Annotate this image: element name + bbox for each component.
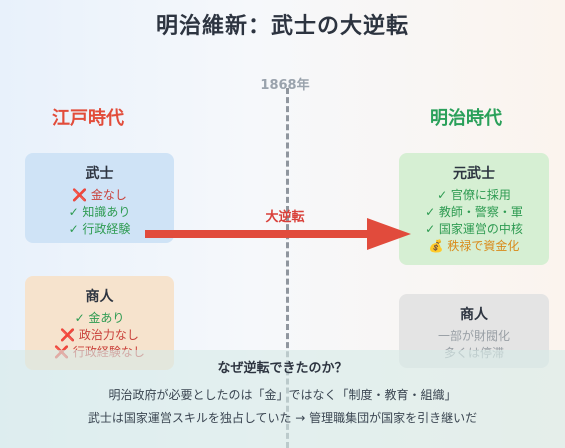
diagram-title: 明治維新：武士の大逆転 <box>155 14 409 39</box>
edo-samurai-line-2: ✓ 知識あり <box>68 205 131 219</box>
reversal-arrow-label: 大逆転 <box>265 210 305 225</box>
edo-era-label: 江戸時代 <box>52 108 124 129</box>
meiji-former-samurai-line-3: ✓ 国家運営の中核 <box>425 222 523 236</box>
edo-samurai-line-1: ❌ 金なし <box>72 188 127 202</box>
meiji-former-samurai-line-4: 💰 秩禄で資金化 <box>428 239 520 253</box>
arrow-head <box>367 218 411 250</box>
meiji-former-samurai-line-1: ✓ 官僚に採用 <box>437 188 511 202</box>
explanation-question: なぜ逆転できたのか？ <box>217 361 348 376</box>
edo-samurai-title: 武士 <box>85 166 114 182</box>
year-label: 1868年 <box>260 78 310 93</box>
edo-merchant-line-2: ❌ 政治力なし <box>60 328 139 342</box>
meiji-former-samurai-line-2: ✓ 教師・警察・軍 <box>425 205 523 219</box>
explanation-panel <box>0 350 565 448</box>
edo-merchant-title: 商人 <box>85 289 114 305</box>
arrow-shaft <box>145 230 370 238</box>
meiji-former-samurai-card: 元武士 ✓ 官僚に採用 ✓ 教師・警察・軍 ✓ 国家運営の中核 💰 秩禄で資金化 <box>399 153 549 265</box>
explanation-line-2: 武士は国家運営スキルを独占していた → 管理職集団が国家を引き継いだ <box>87 411 478 425</box>
meiji-former-samurai-title: 元武士 <box>453 166 495 182</box>
edo-merchant-line-1: ✓ 金あり <box>74 311 125 325</box>
edo-samurai-line-3: ✓ 行政経験 <box>68 222 131 236</box>
edo-samurai-card: 武士 ❌ 金なし ✓ 知識あり ✓ 行政経験 <box>25 153 174 243</box>
reversal-arrow <box>145 218 411 250</box>
meiji-era-label: 明治時代 <box>430 108 502 129</box>
meiji-merchant-title: 商人 <box>460 307 488 323</box>
timeline-divider <box>286 88 289 448</box>
explanation-line-1: 明治政府が必要としたのは「金」ではなく「制度・教育・組織」 <box>108 388 457 402</box>
meiji-merchant-line-1: 一部が財閥化 <box>437 329 510 343</box>
